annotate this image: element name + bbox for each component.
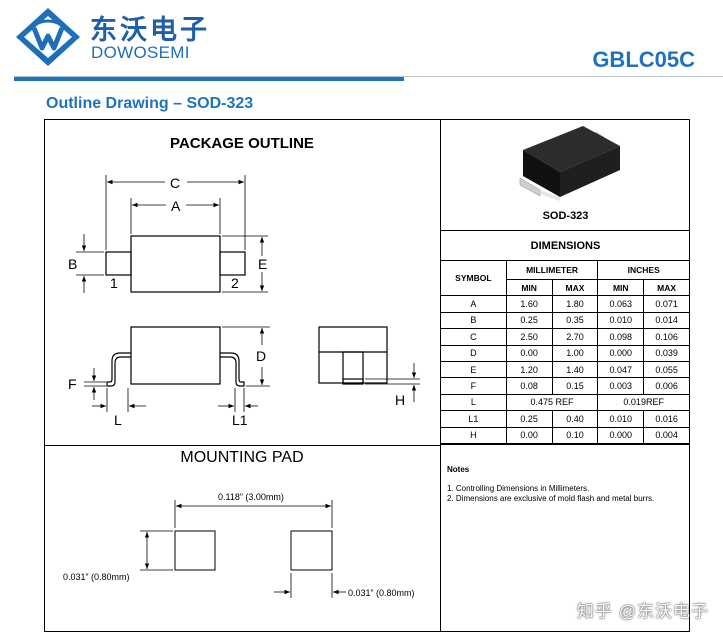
symbol-cell: H <box>440 426 507 444</box>
table-row: D 0.00 1.00 0.000 0.039 <box>440 344 690 362</box>
table-row: L1 0.25 0.40 0.010 0.016 <box>440 410 690 428</box>
in-min-cell: 0.098 <box>597 328 645 346</box>
symbol-cell: A <box>440 295 507 313</box>
mm-min-cell: 0.25 <box>505 311 553 330</box>
header-accent-bar <box>14 77 404 81</box>
mm-min-cell: 0.08 <box>505 377 553 395</box>
symbol-cell: C <box>440 328 507 346</box>
pin-label-1: 1 <box>110 275 118 291</box>
note-item: 2. Dimensions are exclusive of mold flas… <box>447 494 655 503</box>
in-max-cell: 0.016 <box>643 410 690 428</box>
table-row: A 1.60 1.80 0.063 0.071 <box>440 295 690 313</box>
mm-max-cell: 0.15 <box>551 377 599 395</box>
mm-max-cell: 0.40 <box>551 410 599 428</box>
in-max-header: MAX <box>643 278 690 297</box>
dimensions-table: SYMBOL MILLIMETER INCHES MIN MAX MIN MAX… <box>440 259 690 444</box>
table-row: F 0.08 0.15 0.003 0.006 <box>440 377 690 395</box>
part-number: GBLC05C <box>592 47 695 72</box>
brand-name-chinese: 东沃电子 <box>90 15 210 46</box>
dowosemi-logo-icon <box>16 8 80 66</box>
in-min-cell: 0.000 <box>597 344 645 362</box>
millimeter-header: MILLIMETER <box>505 260 599 280</box>
section-title: Outline Drawing – SOD-323 <box>46 95 254 112</box>
dim-label-l1: L1 <box>232 412 248 428</box>
table-row: B 0.25 0.35 0.010 0.014 <box>440 311 690 330</box>
brand-name-english: DOWOSEMI <box>91 43 190 62</box>
in-min-cell: 0.000 <box>597 426 645 444</box>
dimensions-title: DIMENSIONS <box>530 240 601 252</box>
mm-max-cell: 0.35 <box>551 311 599 330</box>
mm-ref-cell: 0.475 REF <box>505 393 599 412</box>
dim-label-c: C <box>170 175 180 191</box>
pin-label-2: 2 <box>231 275 239 291</box>
in-min-header: MIN <box>597 278 645 297</box>
package-outline-title: PACKAGE OUTLINE <box>170 135 314 152</box>
table-row: E 1.20 1.40 0.047 0.055 <box>440 360 690 379</box>
in-max-cell: 0.014 <box>643 311 690 330</box>
table-bottom-divider <box>440 444 690 445</box>
mm-min-cell: 1.20 <box>505 360 553 379</box>
table-row: H 0.00 0.10 0.000 0.004 <box>440 426 690 444</box>
notes-title: Notes <box>447 465 470 474</box>
in-max-cell: 0.039 <box>643 344 690 362</box>
in-max-cell: 0.106 <box>643 328 690 346</box>
dim-label-h: H <box>395 392 405 408</box>
mm-min-cell: 0.00 <box>505 344 553 362</box>
pad-height-dimension: 0.031” (0.80mm) <box>63 572 130 582</box>
in-min-cell: 0.003 <box>597 377 645 395</box>
mm-min-header: MIN <box>505 278 553 297</box>
symbol-cell: B <box>440 311 507 330</box>
notes-list: 1. Controlling Dimensions in Millimeters… <box>447 484 654 504</box>
mm-min-cell: 2.50 <box>505 328 553 346</box>
mm-max-cell: 1.40 <box>551 360 599 379</box>
in-max-cell: 0.071 <box>643 295 690 313</box>
in-min-cell: 0.010 <box>597 410 645 428</box>
mm-max-header: MAX <box>551 278 599 297</box>
dim-label-b: B <box>68 256 77 272</box>
mm-min-cell: 1.60 <box>505 295 553 313</box>
package-photo-caption: SOD-323 <box>542 210 589 222</box>
in-min-cell: 0.010 <box>597 311 645 330</box>
zhihu-watermark: 知乎 @东沃电子 <box>577 602 709 621</box>
table-row: L 0.475 REF 0.019REF <box>440 393 690 412</box>
mm-min-cell: 0.00 <box>505 426 553 444</box>
table-row: C 2.50 2.70 0.098 0.106 <box>440 328 690 346</box>
sod323-package-photo <box>519 126 620 201</box>
drawing-frame <box>44 119 690 632</box>
in-max-cell: 0.055 <box>643 360 690 379</box>
pad-spacing-dimension: 0.118” (3.00mm) <box>218 492 284 502</box>
dim-label-a: A <box>171 198 181 214</box>
inches-header: INCHES <box>597 260 690 280</box>
header-divider <box>14 76 723 77</box>
mm-min-cell: 0.25 <box>505 410 553 428</box>
mm-max-cell: 1.80 <box>551 295 599 313</box>
pad-width-dimension: 0.031” (0.80mm) <box>348 588 415 598</box>
dim-label-l: L <box>114 412 122 428</box>
symbol-cell: E <box>440 360 507 379</box>
dim-label-d: D <box>256 348 266 364</box>
mm-max-cell: 1.00 <box>551 344 599 362</box>
in-max-cell: 0.006 <box>643 377 690 395</box>
frame-horizontal-divider <box>44 445 441 446</box>
in-min-cell: 0.047 <box>597 360 645 379</box>
symbol-cell: L1 <box>440 410 507 428</box>
photo-divider <box>440 230 690 231</box>
mm-max-cell: 0.10 <box>551 426 599 444</box>
in-max-cell: 0.004 <box>643 426 690 444</box>
mounting-pad-title: MOUNTING PAD <box>180 449 304 466</box>
mm-max-cell: 2.70 <box>551 328 599 346</box>
in-ref-cell: 0.019REF <box>597 393 690 412</box>
in-min-cell: 0.063 <box>597 295 645 313</box>
dim-label-f: F <box>68 376 77 392</box>
symbol-cell: L <box>440 393 507 412</box>
symbol-cell: D <box>440 344 507 362</box>
symbol-header: SYMBOL <box>440 259 507 297</box>
note-item: 1. Controlling Dimensions in Millimeters… <box>447 484 590 493</box>
dim-label-e: E <box>258 256 267 272</box>
symbol-cell: F <box>440 377 507 395</box>
